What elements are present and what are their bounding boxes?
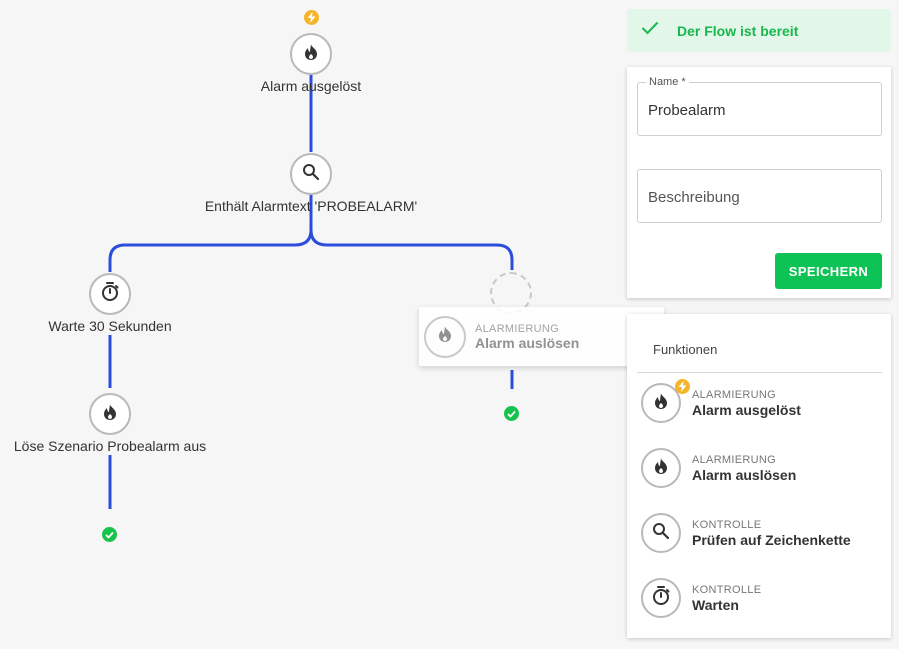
save-button[interactable]: SPEICHERN	[775, 253, 882, 289]
function-title: Prüfen auf Zeichenkette	[692, 531, 851, 548]
description-field[interactable]	[637, 169, 882, 223]
check-circle-icon	[102, 527, 117, 542]
bolt-icon	[304, 10, 319, 25]
description-input[interactable]	[648, 189, 873, 206]
status-text: Der Flow ist bereit	[677, 22, 799, 39]
function-category: KONTROLLE	[692, 583, 762, 596]
flow-canvas[interactable]: Alarm ausgelöst Enthält Alarmtext 'PROBE…	[0, 0, 620, 649]
function-item-trigger-alarm[interactable]: ALARMIERUNG Alarm auslösen	[641, 447, 881, 489]
flow-node-label: Enthält Alarmtext 'PROBEALARM'	[204, 198, 418, 214]
flow-node-check[interactable]	[290, 153, 332, 195]
flow-node-scenario[interactable]	[89, 393, 131, 435]
function-item-wait[interactable]: KONTROLLE Warten	[641, 577, 881, 619]
flow-node-wait[interactable]	[89, 273, 131, 315]
divider	[637, 372, 882, 373]
edge-check-branch-left	[108, 195, 313, 272]
flow-node-trigger[interactable]	[290, 33, 332, 75]
drag-preview-title: Alarm auslösen	[475, 334, 580, 351]
function-meta: KONTROLLE Prüfen auf Zeichenkette	[692, 519, 851, 548]
drag-preview-icon-circle	[424, 315, 466, 358]
function-title: Alarm ausgelöst	[692, 401, 801, 418]
flow-edges	[108, 75, 514, 509]
flow-node-label: Alarm ausgelöst	[260, 78, 362, 94]
function-icon-circle	[641, 448, 681, 488]
functions-header: Funktionen	[653, 342, 718, 357]
function-title: Alarm auslösen	[692, 466, 797, 483]
function-icon-circle	[641, 578, 681, 618]
function-item-check-string[interactable]: KONTROLLE Prüfen auf Zeichenkette	[641, 512, 881, 554]
flow-node-label: Löse Szenario Probealarm aus	[13, 438, 207, 454]
flame-icon	[303, 43, 319, 66]
timer-icon	[101, 281, 119, 307]
flame-icon	[437, 325, 453, 348]
function-icon-circle	[641, 513, 681, 553]
flame-icon	[653, 392, 669, 415]
check-circle-icon	[504, 406, 519, 421]
drag-preview-category: ALARMIERUNG	[475, 322, 559, 335]
function-meta: ALARMIERUNG Alarm auslösen	[692, 454, 796, 483]
function-icon-circle	[641, 379, 690, 423]
functions-panel: Funktionen ALARMIERUNG Alarm ausgelöst A…	[627, 314, 891, 638]
check-icon	[641, 21, 659, 40]
flow-settings-panel: Name * SPEICHERN	[627, 67, 891, 298]
edge-check-branch-right	[309, 229, 514, 270]
function-title: Warten	[692, 596, 739, 613]
status-bar: Der Flow ist bereit	[627, 9, 891, 52]
flame-icon	[102, 403, 118, 426]
drag-preview-card[interactable]: ALARMIERUNG Alarm auslösen	[419, 307, 664, 366]
function-item-alarm-triggered[interactable]: ALARMIERUNG Alarm ausgelöst	[641, 379, 881, 424]
function-category: KONTROLLE	[692, 518, 762, 531]
flame-icon	[653, 457, 669, 480]
timer-icon	[652, 585, 670, 611]
search-icon	[652, 522, 670, 545]
name-field[interactable]: Name *	[637, 76, 882, 136]
name-input[interactable]	[648, 102, 873, 119]
drag-preview-meta: ALARMIERUNG Alarm auslösen	[475, 323, 579, 351]
function-category: ALARMIERUNG	[692, 453, 776, 466]
search-icon	[302, 163, 320, 186]
function-category: ALARMIERUNG	[692, 388, 776, 401]
name-field-label: Name *	[646, 76, 689, 88]
flow-node-label: Warte 30 Sekunden	[48, 318, 172, 334]
function-meta: ALARMIERUNG Alarm ausgelöst	[692, 389, 801, 418]
bolt-icon	[675, 379, 690, 394]
function-meta: KONTROLLE Warten	[692, 584, 761, 613]
